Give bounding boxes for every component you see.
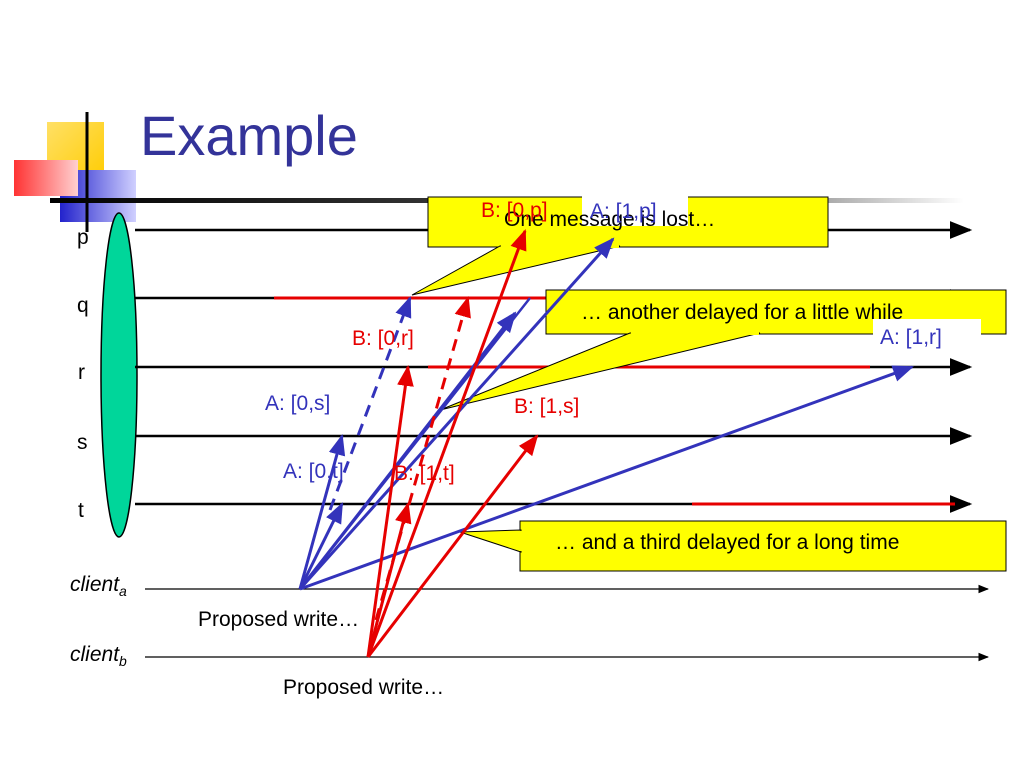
label-bg-a1r <box>873 319 981 351</box>
slide-title: Example <box>140 104 358 167</box>
client-b-name: client <box>70 643 120 666</box>
message-a-to-r <box>299 365 914 591</box>
client-a-note: Proposed write… <box>198 608 360 631</box>
client-a-label: clienta <box>70 573 127 599</box>
label-b1s: B: [1,s] <box>514 395 580 418</box>
messages-client-a <box>298 237 914 591</box>
label-b0r: B: [0,r] <box>352 327 414 350</box>
label-bg-a1p <box>582 196 688 226</box>
message-b-to-r <box>366 364 414 658</box>
client-b-sub: b <box>119 653 127 670</box>
process-label-q: q <box>77 294 89 317</box>
label-a1r: A: [1,r] <box>880 326 942 349</box>
membership-oval <box>100 212 138 538</box>
label-a0s: A: [0,s] <box>265 392 331 415</box>
process-label-p: p <box>77 226 89 249</box>
message-b-to-s <box>366 434 539 658</box>
process-label-t: t <box>78 499 84 522</box>
message-a-dashed <box>328 296 412 511</box>
client-a-sub: a <box>119 583 127 600</box>
label-b1t: B: [1,t] <box>394 462 455 485</box>
callout-delayed-long-text: … and a third delayed for a long time <box>555 531 900 554</box>
message-a-lost <box>299 297 531 590</box>
messages-client-b <box>366 229 539 658</box>
label-a0t: A: [0,t] <box>283 460 344 483</box>
label-a1p: A: [1,p] <box>590 200 657 223</box>
label-b0p: B: [0,p] <box>481 199 548 222</box>
message-a-to-t <box>298 502 344 590</box>
client-a-name: client <box>70 573 120 596</box>
callout-lost-text: One message is lost… <box>504 208 716 231</box>
callout-delayed-little-text: … another delayed for a little while <box>581 301 904 324</box>
callout-delayed-long <box>459 520 1007 572</box>
client-b-note: Proposed write… <box>283 676 445 699</box>
process-label-s: s <box>77 431 88 454</box>
client-b-label: clientb <box>70 643 127 669</box>
state-segments <box>274 296 955 506</box>
message-b-dashed <box>374 295 471 621</box>
message-a-to-s <box>298 433 346 590</box>
message-b-to-p <box>366 229 527 658</box>
process-label-r: r <box>78 361 85 384</box>
